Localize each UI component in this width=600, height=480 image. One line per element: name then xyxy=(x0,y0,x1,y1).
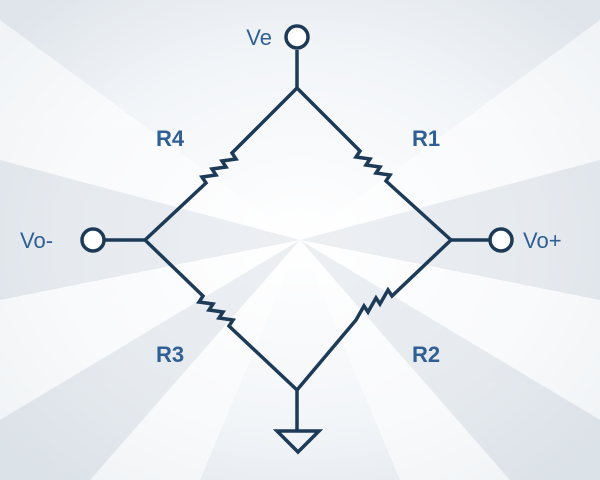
terminal-ve xyxy=(284,24,310,50)
resistor-label-r2: R2 xyxy=(412,342,440,367)
resistor-r1-zigzag xyxy=(295,86,453,242)
resistor-r4-zigzag xyxy=(143,86,299,242)
resistor-r3-zigzag xyxy=(143,238,299,392)
terminal-label-vo-plus: Vo+ xyxy=(523,228,562,253)
resistor-label-r3: R3 xyxy=(156,342,184,367)
terminal-label-ve: Ve xyxy=(246,25,272,50)
resistor-r2-zigzag xyxy=(295,238,453,392)
resistor-label-r1: R1 xyxy=(412,126,440,151)
ground-icon xyxy=(272,429,324,455)
terminal-vo-plus xyxy=(488,227,514,253)
terminal-label-vo-minus: Vo- xyxy=(20,228,53,253)
background-light-rays xyxy=(0,20,600,480)
terminal-vo-minus xyxy=(80,227,106,253)
resistor-label-r4: R4 xyxy=(156,126,185,151)
bridge-wiring xyxy=(104,50,490,430)
